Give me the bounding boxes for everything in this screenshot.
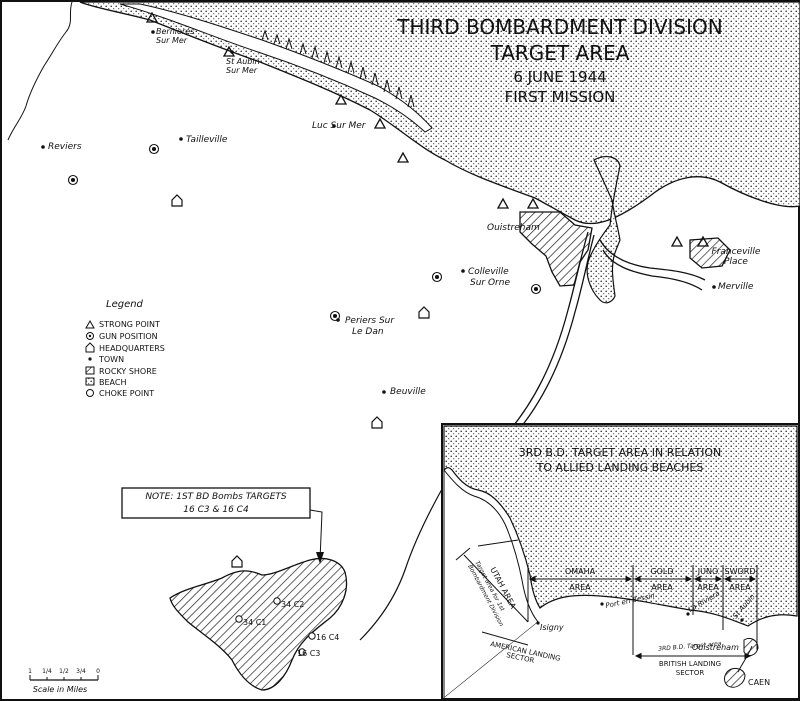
- legend-headquarters: HEADQUARTERS: [99, 344, 165, 353]
- title-line3: 6 JUNE 1944: [513, 68, 606, 86]
- inset-ouistreham-area: [743, 637, 759, 656]
- inset-utah-lines: [455, 539, 529, 623]
- note-line2: 16 C3 & 16 C4: [183, 505, 249, 515]
- rocky-shore: [119, 3, 433, 133]
- legend: Legend STRONG POINT GUN POSITION HEADQUA…: [85, 299, 165, 398]
- scale-tick-1: 1: [28, 668, 32, 675]
- label-merville: Merville: [718, 282, 754, 292]
- legend-strong-point: STRONG POINT: [99, 320, 160, 329]
- inset-juno-2: AREA: [697, 583, 719, 592]
- note-pointer: [309, 509, 323, 561]
- label-beuville: Beuville: [390, 387, 426, 397]
- inset-omaha-2: AREA: [569, 583, 591, 592]
- target-34c2: 34 C2: [281, 600, 304, 609]
- inset-gold-1: GOLD: [650, 567, 673, 576]
- legend-beach-icon: [85, 377, 95, 386]
- legend-gun-position: GUN POSITION: [99, 332, 158, 341]
- title-line4: FIRST MISSION: [505, 88, 616, 106]
- label-reviers: Reviers: [48, 142, 82, 152]
- inset-ouistreham: Ouistreham: [692, 643, 739, 652]
- inset-sector-lines: [527, 565, 758, 655]
- scale-label: Scale in Miles: [33, 685, 87, 694]
- label-staubin-1: St Aubin: [226, 57, 260, 66]
- target-16c3: 16 C3: [297, 649, 320, 658]
- legend-beach: BEACH: [99, 378, 126, 387]
- label-ouistreham: Ouistreham: [487, 223, 540, 233]
- inset-caen: CAEN: [748, 678, 770, 687]
- rocky-shore-marks: [261, 29, 415, 108]
- western-stream: [7, 1, 73, 141]
- inset-british-1: BRITISH LANDING: [659, 660, 721, 668]
- title-line1: THIRD BOMBARDMENT DIVISION: [396, 15, 722, 39]
- inset-map: 3RD B.D. TARGET AREA IN RELATION TO ALLI…: [441, 423, 800, 700]
- headquarters-icons: [171, 194, 430, 568]
- southern-river: [359, 481, 447, 641]
- legend-town-icon: [88, 357, 92, 361]
- scale-tick-2: 1/4: [42, 668, 52, 675]
- inset-title-2: TO ALLIED LANDING BEACHES: [536, 461, 704, 474]
- inset-british-2: SECTOR: [676, 669, 705, 677]
- legend-choke-point: CHOKE POINT: [99, 389, 154, 398]
- orne-estuary: [586, 156, 621, 304]
- scale-tick-4: 3/4: [76, 668, 86, 675]
- town-labels: Bernieres Sur Mer St Aubin Sur Mer Revie…: [48, 27, 761, 397]
- scale-bar: 1 1/4 1/2 3/4 0 Scale in Miles: [28, 668, 100, 694]
- target-34c1: 34 C1: [243, 618, 266, 627]
- label-franceville-2: Place: [724, 257, 748, 267]
- inset-title-1: 3RD B.D. TARGET AREA IN RELATION: [519, 446, 721, 459]
- inset-isigny: Isigny: [540, 623, 564, 632]
- label-periers-1: Periers Sur: [345, 316, 395, 326]
- legend-strong-point-icon: [85, 319, 95, 329]
- label-luc-sur-mer: Luc Sur Mer: [312, 121, 367, 131]
- legend-rocky-shore: ROCKY SHORE: [99, 367, 157, 376]
- note-line1: NOTE: 1ST BD Bombs TARGETS: [145, 492, 287, 502]
- target-16c4: 16 C4: [316, 633, 339, 642]
- target-points: [235, 597, 316, 656]
- scale-tick-5: 0: [96, 668, 100, 675]
- label-bernieres-1: Bernieres: [156, 27, 194, 36]
- town-dots: [41, 30, 716, 394]
- title-line2: TARGET AREA: [490, 41, 630, 65]
- label-colleville-1: Colleville: [468, 267, 509, 277]
- target-labels: 34 C2 34 C1 16 C4 16 C3: [243, 600, 339, 658]
- map-title: THIRD BOMBARDMENT DIVISION TARGET AREA 6…: [396, 15, 722, 106]
- inset-juno-1: JUNO: [697, 567, 719, 576]
- legend-headquarters-icon: [85, 342, 95, 353]
- label-franceville-1: Franceville: [712, 247, 761, 257]
- legend-rocky-shore-icon: [85, 366, 95, 375]
- target-zone-south: [169, 557, 348, 691]
- gun-position-icons: [67, 143, 542, 322]
- label-bernieres-2: Sur Mer: [156, 36, 188, 45]
- strong-point-icons: [145, 11, 710, 247]
- inset-sector-arrows: [481, 631, 752, 660]
- label-periers-2: Le Dan: [352, 327, 384, 337]
- inset-omaha-1: OMAHA: [565, 567, 596, 576]
- inset-sword-2: AREA: [729, 583, 751, 592]
- label-colleville-2: Sur Orne: [470, 278, 510, 288]
- label-tailleville: Tailleville: [186, 135, 228, 145]
- legend-choke-point-icon: [86, 389, 94, 397]
- legend-title: Legend: [106, 299, 144, 310]
- legend-town: TOWN: [98, 355, 124, 364]
- inset-sea: [443, 425, 798, 627]
- inset-caen: [724, 667, 746, 688]
- inset-sword-1: SWORD: [724, 567, 755, 576]
- note-box: NOTE: 1ST BD Bombs TARGETS 16 C3 & 16 C4: [121, 487, 324, 564]
- inset-area-arrows: [528, 575, 757, 583]
- legend-gun-position-icon: [86, 332, 94, 340]
- label-staubin-2: Sur Mer: [226, 66, 258, 75]
- inset-town-dots: [536, 602, 744, 625]
- inset-gold-2: AREA: [651, 583, 673, 592]
- scale-tick-3: 1/2: [59, 668, 69, 675]
